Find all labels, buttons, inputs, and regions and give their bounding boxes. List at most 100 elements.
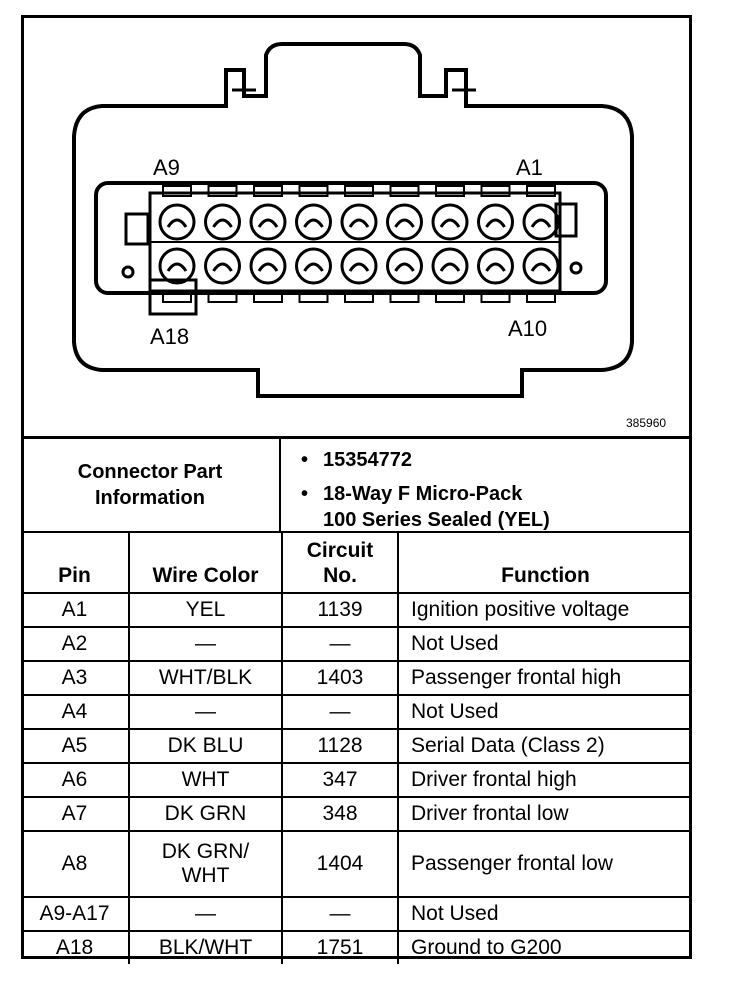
connector-description-line1: 18-Way F Micro-Pack [301, 481, 692, 507]
wire-color-cell: DK BLU [128, 728, 283, 764]
wire-color-cell: DK GRN/WHT [128, 830, 283, 898]
latch-slot [480, 291, 511, 303]
latch-slot [162, 185, 192, 197]
pin-label-a18: A18 [150, 324, 189, 349]
left-key-tab [124, 212, 150, 246]
latch-slot [389, 185, 420, 197]
pin-label-a10: A10 [508, 316, 547, 341]
latch-slot [344, 291, 374, 303]
connector-description-line2: 100 Series Sealed (YEL) [323, 509, 550, 531]
latch-slot [253, 185, 283, 197]
function-cell: Driver frontal low [397, 796, 692, 832]
pin-terminal-a18 [158, 247, 196, 285]
function-cell: Serial Data (Class 2) [397, 728, 692, 764]
pin-terminal-a4 [386, 203, 423, 241]
latch-slot [298, 185, 329, 197]
connector-info-label-line1: Connector Part [77, 461, 223, 483]
table-row: A9-A17——Not Used [21, 896, 692, 932]
circuit-cell: 1751 [281, 930, 399, 964]
pin-cell: A9-A17 [21, 896, 130, 932]
latch-slot [435, 291, 465, 303]
wire-color-cell: — [128, 896, 283, 932]
pin-cell: A1 [21, 592, 130, 628]
connector-housing [72, 42, 634, 398]
pin-label-a1: A1 [516, 155, 543, 180]
circuit-cell: 1128 [281, 728, 399, 764]
function-cell: Not Used [397, 626, 692, 662]
latch-slot [253, 291, 283, 303]
circuit-cell: 348 [281, 796, 399, 832]
pin-terminal-a11 [477, 247, 514, 285]
function-cell: Passenger frontal high [397, 660, 692, 696]
latch-slot [162, 291, 192, 303]
latch-slot [344, 185, 374, 197]
right-key-tab [554, 202, 578, 238]
figure-number: 385960 [626, 416, 666, 430]
pin-cell: A8 [21, 830, 130, 898]
pin-terminal-a14 [340, 247, 378, 285]
pin-terminal-a1 [522, 203, 560, 241]
pin-terminal-a17 [204, 247, 241, 285]
pin-label-a9: A9 [153, 155, 180, 180]
pin-terminal-a6 [295, 203, 332, 241]
latch-slot [526, 291, 556, 303]
latch-slot [480, 185, 511, 197]
wire-color-cell: YEL [128, 592, 283, 628]
pin-cell: A4 [21, 694, 130, 730]
connector-info-section: Connector Part Information 15354772 18-W… [21, 436, 692, 531]
wire-color-cell: DK GRN [128, 796, 283, 832]
pin-terminal-a9 [158, 203, 196, 241]
pin-terminal-a13 [386, 247, 423, 285]
connector-info-label: Connector Part Information [21, 439, 281, 531]
circuit-cell: 1404 [281, 830, 399, 898]
circuit-cell: 1139 [281, 592, 399, 628]
pin-cell: A5 [21, 728, 130, 764]
header-function: Function [397, 531, 692, 594]
circuit-cell: — [281, 896, 399, 932]
part-number: 15354772 [301, 447, 692, 473]
pin-terminal-a3 [431, 203, 469, 241]
pin-terminal-a8 [204, 203, 241, 241]
latch-slot [389, 291, 420, 303]
table-row: A4——Not Used [21, 694, 692, 730]
pin-terminal-a10 [522, 247, 560, 285]
circuit-cell: — [281, 626, 399, 662]
pin-terminal-a12 [431, 247, 469, 285]
latch-slot [526, 185, 556, 197]
connector-diagram: A9 A1 A18 A10 385960 [72, 42, 666, 430]
latch-slot [298, 291, 329, 303]
function-cell: Passenger frontal low [397, 830, 692, 898]
pin-cell: A6 [21, 762, 130, 798]
function-cell: Not Used [397, 694, 692, 730]
circuit-cell: — [281, 694, 399, 730]
latch-slot [207, 185, 238, 197]
connector-info-label-line2: Information [95, 487, 205, 509]
function-cell: Ground to G200 [397, 930, 692, 964]
wire-color-cell: — [128, 694, 283, 730]
pin-terminal-a15 [295, 247, 332, 285]
pin-cell: A18 [21, 930, 130, 964]
pin-terminal-a7 [249, 203, 287, 241]
function-cell: Not Used [397, 896, 692, 932]
circuit-cell: 347 [281, 762, 399, 798]
wire-color-cell: BLK/WHT [128, 930, 283, 964]
latch-slot [435, 185, 465, 197]
circuit-cell: 1403 [281, 660, 399, 696]
pin-terminal-a2 [477, 203, 514, 241]
table-row: A2——Not Used [21, 626, 692, 662]
function-cell: Driver frontal high [397, 762, 692, 798]
wire-color-cell: — [128, 626, 283, 662]
pin-cell: A2 [21, 626, 130, 662]
header-pin: Pin [21, 531, 130, 594]
pin-cell: A7 [21, 796, 130, 832]
